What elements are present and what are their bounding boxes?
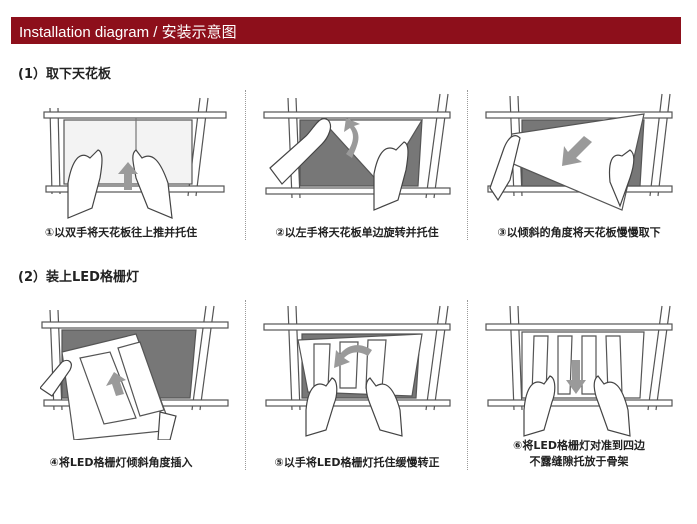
step-3-illustration [484,88,674,228]
step-4-caption: ④将LED格栅灯倾斜角度插入 [49,456,193,469]
divider [467,90,468,240]
section-heading-remove-ceiling: (1）取下天花板 [18,67,111,82]
step-6-illustration [484,300,674,440]
step-5-illustration [262,300,452,440]
hand-rotate-icon [263,93,451,211]
panel-tilt-down-icon [485,93,673,211]
divider [245,300,246,470]
step-4-illustration [40,300,230,440]
title-bar: Installation diagram / 安装示意图 [11,17,681,44]
step-5-caption: ⑤以手将LED格栅灯托住缓慢转正 [274,456,440,469]
step-1-caption: ①以双手将天花板往上推并托住 [44,226,198,239]
grille-place-icon [485,305,673,437]
step-3-caption: ③以倾斜的角度将天花板慢慢取下 [497,226,661,239]
step-1-illustration [40,88,230,228]
page-title: Installation diagram / 安装示意图 [19,24,237,41]
step-2-caption: ②以左手将天花板单边旋转并托住 [275,226,439,239]
grille-insert-icon [40,305,229,440]
step-6-caption-line-1: ⑥将LED格栅灯对准到四边 [513,439,645,452]
section-heading-install-led: (2）装上LED格栅灯 [18,270,139,285]
step-2-illustration [262,88,452,228]
grille-rotate-icon [263,305,451,437]
hands-push-up-icon [43,97,227,219]
step-6-caption-line-2: 不露缝隙托放于骨架 [529,455,629,468]
divider [467,300,468,470]
divider [245,90,246,240]
